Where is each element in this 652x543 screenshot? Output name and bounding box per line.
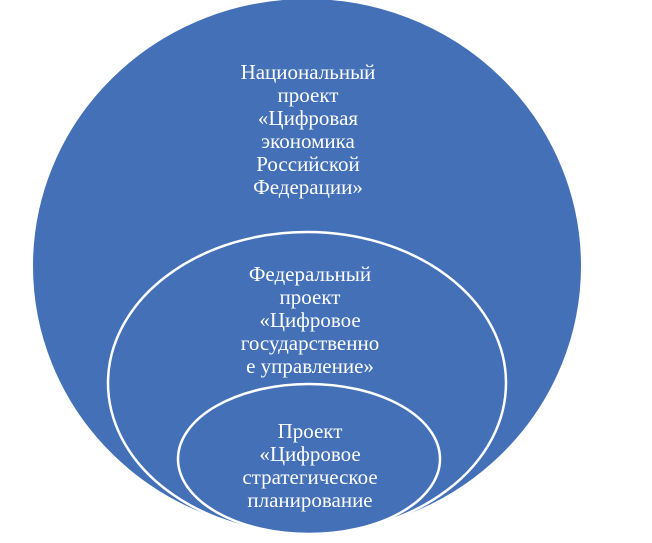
outer-circle-label: Национальный проект «Цифровая экономика … (208, 61, 408, 199)
middle-label-line: е управление» (246, 354, 374, 378)
outer-label-line: Федерации» (253, 175, 363, 199)
outer-label-line: проект (277, 83, 339, 107)
outer-label-line: Национальный (240, 60, 376, 84)
outer-label-line: «Цифровая (257, 106, 359, 130)
inner-label-line: «Цифровое (259, 442, 361, 466)
inner-label-line: планирование (247, 488, 373, 512)
inner-circle-strategic-planning-project (176, 382, 442, 536)
outer-label-line: экономика (261, 129, 355, 153)
outer-label-line: Российской (256, 152, 360, 176)
middle-label-line: проект (279, 285, 341, 309)
middle-label-line: «Цифровое (259, 308, 361, 332)
middle-label-line: Федеральный (248, 262, 372, 286)
inner-label-line: стратегическое (242, 465, 378, 489)
middle-circle-label: Федеральный проект «Цифровое государстве… (210, 263, 410, 378)
middle-label-line: государственно (240, 331, 380, 355)
inner-label-line: Проект (277, 419, 343, 443)
inner-circle-label: Проект «Цифровое стратегическое планиров… (210, 420, 410, 512)
